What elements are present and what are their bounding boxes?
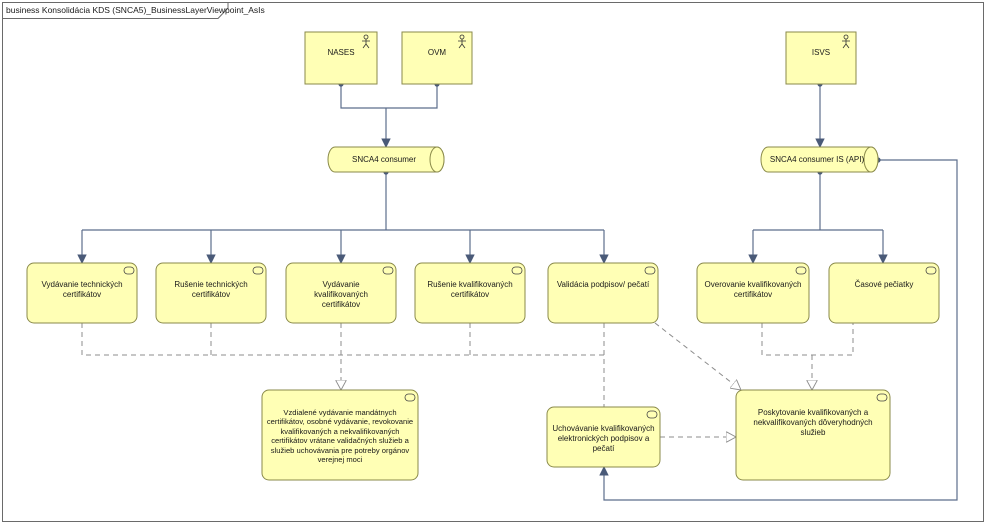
interface-snca4-consumer-is-label: SNCA4 consumer IS (API) bbox=[769, 155, 865, 164]
service-rusenie-kval-label: Rušenie kvalifikovaných certifikátov bbox=[427, 280, 513, 299]
service-icon bbox=[876, 393, 888, 402]
service-vzdialene[interactable] bbox=[261, 389, 419, 481]
frame-tab bbox=[2, 2, 229, 19]
service-casove[interactable] bbox=[828, 262, 940, 324]
service-vydavanie-kval[interactable] bbox=[285, 262, 397, 324]
service-poskytovanie-label: Poskytovanie kvalifikovaných a nekvalifi… bbox=[753, 408, 873, 437]
actor-isvs-label: ISVS bbox=[811, 48, 831, 57]
service-vzdialene-label: Vzdialené vydávanie mandátnych certifiká… bbox=[266, 408, 414, 465]
service-overovanie[interactable] bbox=[696, 262, 810, 324]
service-icon bbox=[511, 266, 523, 275]
service-poskytovanie[interactable] bbox=[735, 389, 891, 481]
actor-ovm[interactable] bbox=[401, 31, 473, 85]
service-icon bbox=[644, 266, 656, 275]
service-icon bbox=[252, 266, 264, 275]
service-vydavanie-kval-label: Vydávanie kvalifikovaných certifikátov bbox=[314, 280, 368, 309]
frame-title: business Konsolidácia KDS (SNCA5)_Busine… bbox=[6, 5, 265, 15]
service-icons bbox=[123, 266, 937, 419]
service-overovanie-label: Overovanie kvalifikovaných certifikátov bbox=[704, 280, 802, 299]
service-icon bbox=[795, 266, 807, 275]
service-vydavanie-tech[interactable] bbox=[26, 262, 138, 324]
service-uchovavanie-label: Uchovávanie kvalifikovaných elektronický… bbox=[552, 424, 655, 453]
service-rusenie-tech[interactable] bbox=[155, 262, 267, 324]
actor-icon bbox=[362, 34, 370, 49]
actor-icon bbox=[458, 34, 466, 49]
service-boxes bbox=[26, 262, 940, 481]
service-rusenie-kval[interactable] bbox=[414, 262, 526, 324]
dashed-connections bbox=[81, 322, 854, 437]
service-vydavanie-tech-label: Vydávanie technických certifikátov bbox=[41, 280, 123, 299]
solid-connections bbox=[77, 84, 958, 501]
service-icon bbox=[646, 410, 658, 419]
service-icon bbox=[123, 266, 135, 275]
service-validacia-label: Validácia podpisov/ pečatí bbox=[556, 280, 650, 289]
service-icon bbox=[925, 266, 937, 275]
service-icon bbox=[404, 393, 416, 402]
interface-snca4-consumer-label: SNCA4 consumer bbox=[351, 155, 417, 164]
interface-snca4-consumer[interactable] bbox=[327, 146, 445, 173]
interface-snca4-consumer-is[interactable] bbox=[760, 146, 879, 173]
service-rusenie-tech-label: Rušenie technických certifikátov bbox=[174, 280, 248, 299]
service-casove-label: Časové pečiatky bbox=[854, 280, 914, 289]
actor-icon bbox=[842, 34, 850, 49]
service-validacia[interactable] bbox=[547, 262, 659, 324]
service-uchovavanie[interactable] bbox=[546, 406, 661, 468]
service-icon bbox=[382, 266, 394, 275]
actor-isvs[interactable] bbox=[785, 31, 857, 85]
actor-ovm-label: OVM bbox=[427, 48, 447, 57]
actor-nases[interactable] bbox=[304, 31, 378, 85]
actor-nases-label: NASES bbox=[327, 48, 355, 57]
